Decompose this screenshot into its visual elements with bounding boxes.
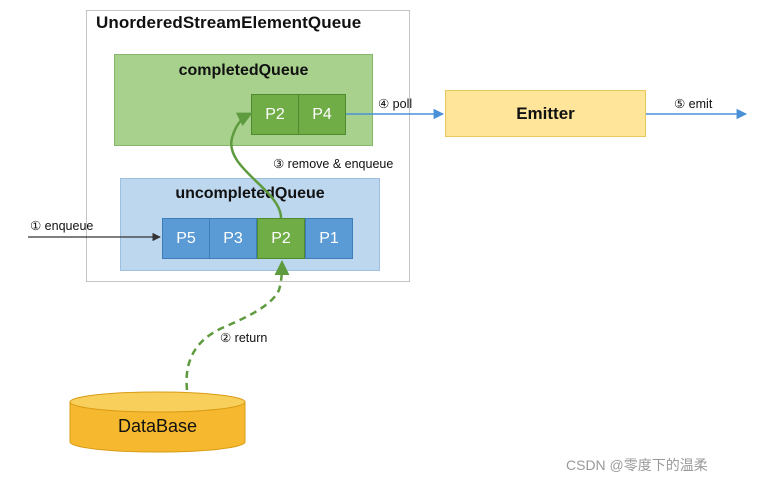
uncompleted-queue-title: uncompletedQueue <box>175 185 325 202</box>
database-label: DataBase <box>117 416 198 436</box>
remove-enqueue-label: ③ remove & enqueue <box>273 157 394 171</box>
unordered-queue-title: UnorderedStreamElementQueue <box>96 13 362 32</box>
database-cylinder <box>69 391 246 453</box>
watermark: CSDN @零度下的温柔 <box>566 457 708 473</box>
uncompleted-queue-item-completed: P2 <box>257 218 305 259</box>
emit-label: ⑤ emit <box>674 97 713 111</box>
return-arrow <box>185 260 290 391</box>
uncompleted-queue-item: P1 <box>305 218 353 259</box>
completed-queue-item: P4 <box>298 94 346 135</box>
completed-queue-item: P2 <box>251 94 299 135</box>
completed-queue-title: completedQueue <box>178 62 309 79</box>
poll-label: ④ poll <box>378 97 413 111</box>
enqueue-label: ① enqueue <box>30 219 94 233</box>
remove-enqueue-arrow <box>230 112 283 219</box>
emitter-box: Emitter <box>445 90 646 137</box>
return-label: ② return <box>220 331 268 345</box>
uncompleted-queue-item: P3 <box>209 218 257 259</box>
